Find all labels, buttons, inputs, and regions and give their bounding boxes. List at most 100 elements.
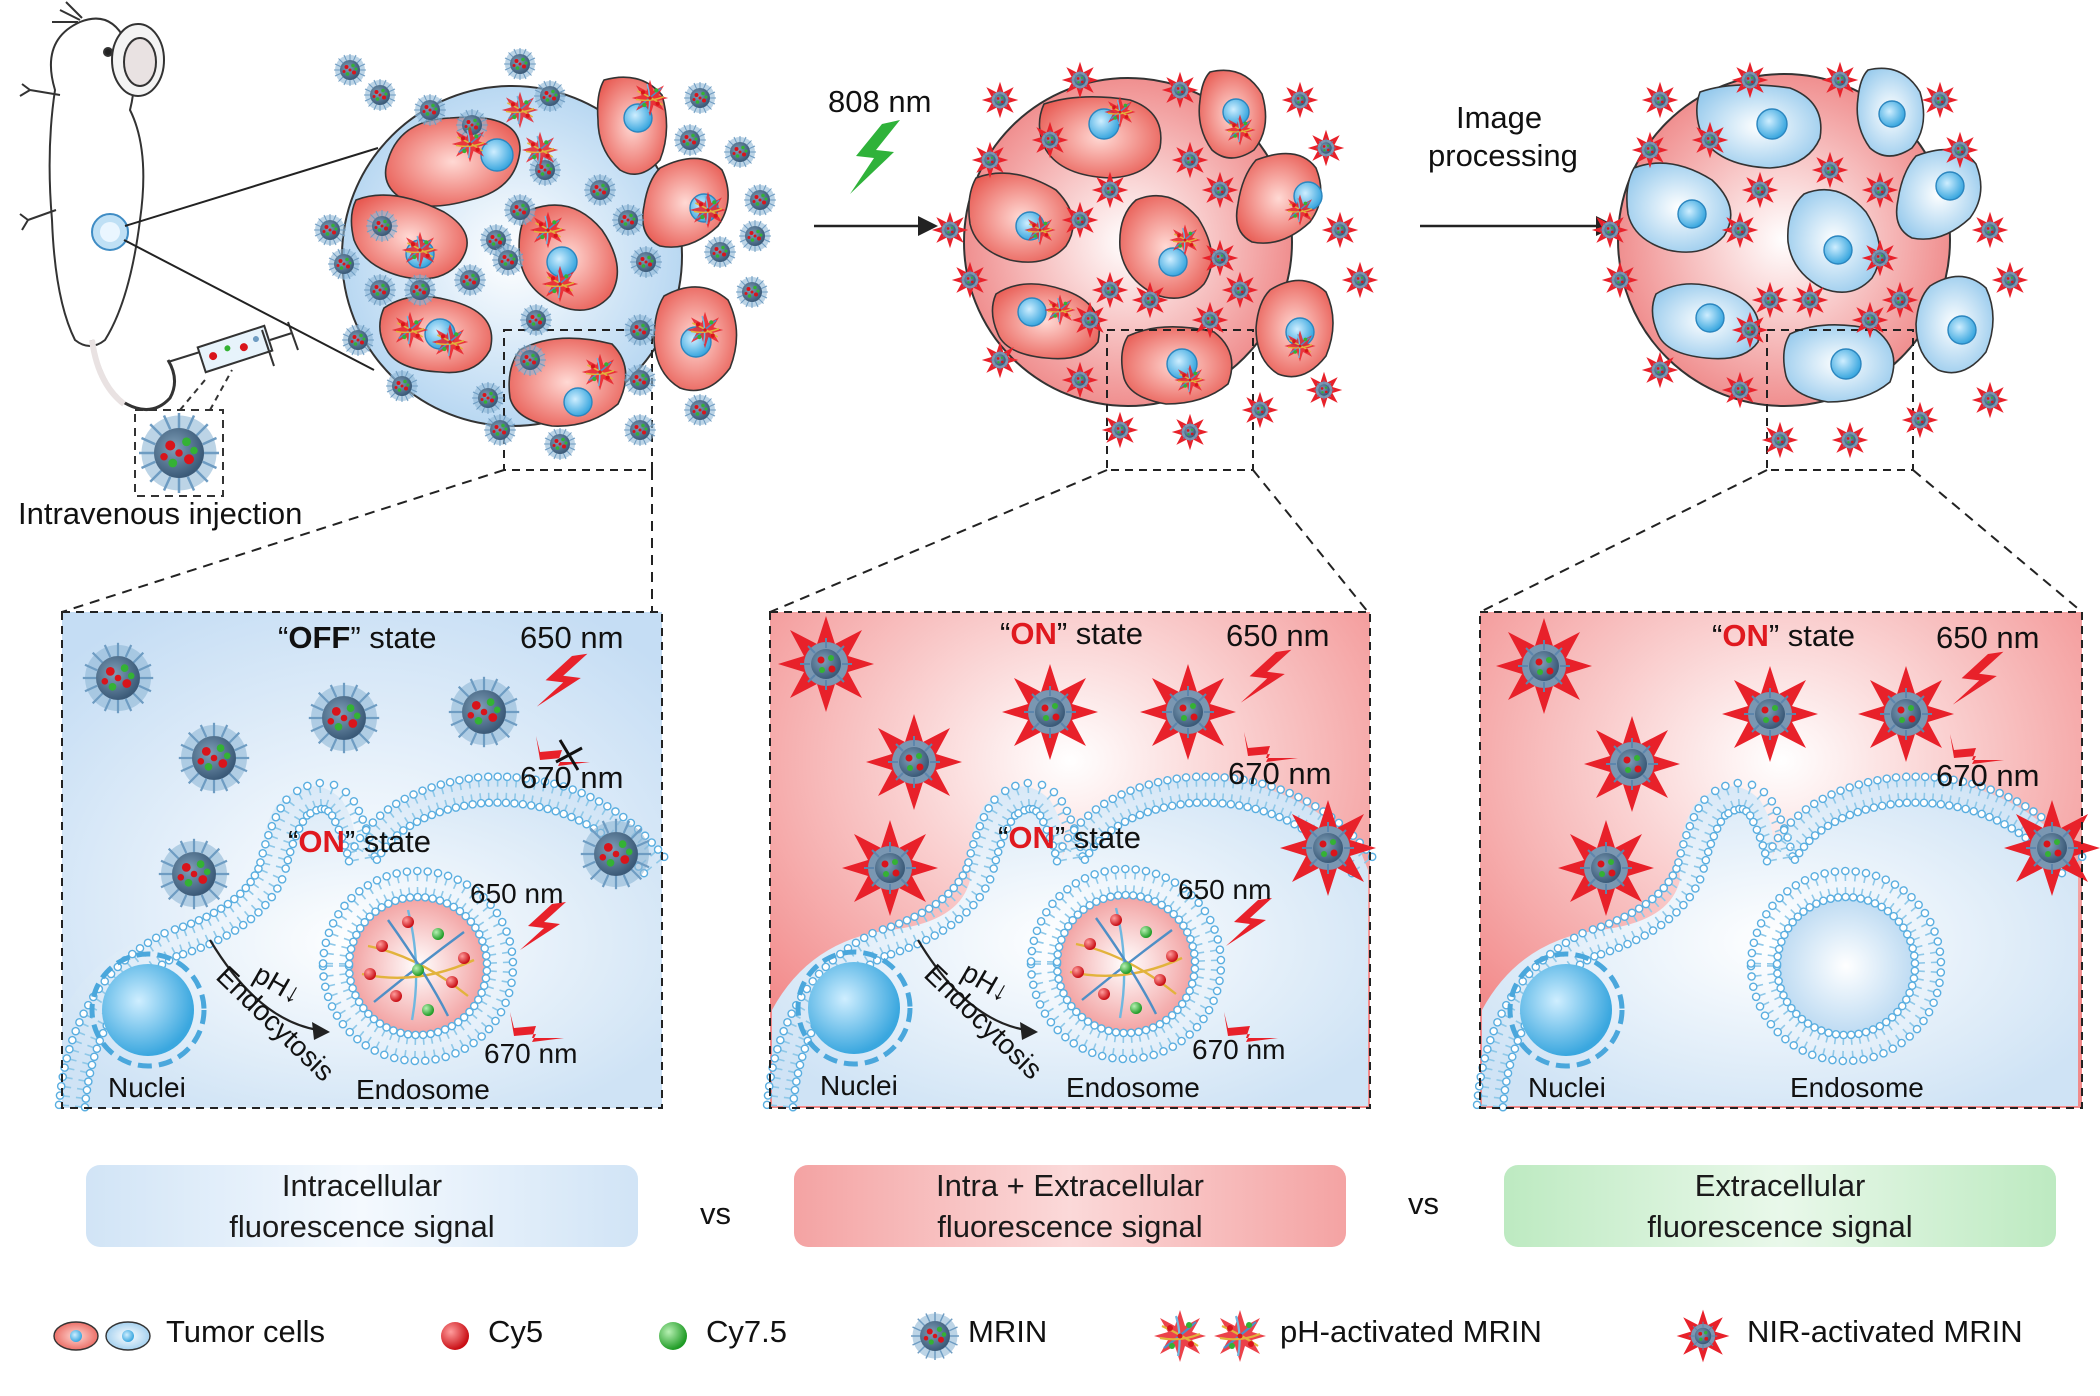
nir-mrin-particle — [1992, 262, 2028, 298]
mrin-particle — [309, 683, 379, 753]
mrin-particle — [544, 428, 576, 460]
left-state-label: “OFF” state — [278, 620, 436, 656]
mrin-particle — [334, 54, 366, 86]
middle-inner-state-label: “ON” state — [998, 820, 1141, 856]
mrin-particle — [342, 324, 374, 356]
mrin-particle — [724, 136, 756, 168]
middle-inner-em-label: 670 nm — [1192, 1034, 1285, 1066]
image-processing-label-1: Image — [1456, 100, 1542, 136]
mrin-particle — [684, 394, 716, 426]
mrin-particle — [504, 48, 536, 80]
tumor-cells-icon — [54, 1322, 150, 1350]
mrin-particle — [386, 370, 418, 402]
mrin-particle — [314, 214, 346, 246]
right-em-label: 670 nm — [1936, 758, 2039, 794]
nir-mrin-particle — [1972, 382, 2008, 418]
left-em-label: 670 nm — [520, 760, 623, 796]
mrin-particle — [514, 344, 546, 376]
mrin-particle — [744, 184, 776, 216]
nucleus — [92, 954, 204, 1066]
mrin-particle — [612, 204, 644, 236]
nir-mrin-particle — [1832, 422, 1868, 458]
nir-mrin-particle — [1972, 212, 2008, 248]
mrin-particle — [179, 723, 249, 793]
mrin-particle — [449, 677, 519, 747]
nir-mrin-particle — [1172, 414, 1208, 450]
mrin-particle — [414, 94, 446, 126]
mrin-particle — [520, 304, 552, 336]
mrin-particle — [159, 839, 229, 909]
mrin-particle — [484, 414, 516, 446]
nir-mrin-particle — [1102, 412, 1138, 448]
mrin-particle — [504, 194, 536, 226]
middle-ex-label: 650 nm — [1226, 618, 1329, 654]
mouse-icon — [20, 2, 175, 410]
nanoparticle-icon — [911, 1312, 959, 1360]
legend-tumor-cells: Tumor cells — [166, 1314, 325, 1350]
left-inner-em-label: 670 nm — [484, 1038, 577, 1070]
right-state-label: “ON” state — [1712, 618, 1855, 654]
nir-mrin-particle — [1902, 402, 1938, 438]
nir-mrin-particle — [1642, 82, 1678, 118]
left-inner-ex-label: 650 nm — [470, 878, 563, 910]
nir-mrin-particle — [1322, 212, 1358, 248]
cy5-icon — [441, 1322, 469, 1350]
mrin-particle — [674, 124, 706, 156]
middle-em-label: 670 nm — [1228, 756, 1331, 792]
mrin-particle — [364, 274, 396, 306]
nir-mrin-particle — [1306, 372, 1342, 408]
nir-mrin-particle — [982, 82, 1018, 118]
injection-label: Intravenous injection — [18, 496, 302, 532]
mrin-particle — [404, 274, 436, 306]
mrin-particle — [364, 79, 396, 111]
tissue-circle-2 — [964, 70, 1333, 406]
cy75-icon — [659, 1322, 687, 1350]
nucleus — [1510, 954, 1622, 1066]
right-ex-label: 650 nm — [1936, 620, 2039, 656]
nir-mrin-particle — [1242, 392, 1278, 428]
middle-nuclei-label: Nuclei — [820, 1070, 898, 1102]
mrin-particle — [736, 276, 768, 308]
nir-mrin-particle — [932, 212, 968, 248]
legend-nir-mrin: NIR-activated MRIN — [1747, 1314, 2023, 1350]
nucleus — [798, 952, 910, 1064]
mrin-particle — [492, 244, 524, 276]
lightning-icon — [850, 120, 900, 194]
mrin-particle — [83, 643, 153, 713]
left-ex-label: 650 nm — [520, 620, 623, 656]
syringe-icon — [168, 322, 298, 372]
nir-mrin-particle — [1308, 130, 1344, 166]
vs-label-1: vs — [700, 1196, 731, 1232]
mrin-particle — [581, 819, 651, 889]
mrin-particle — [472, 382, 504, 414]
legend-ph-mrin: pH-activated MRIN — [1280, 1314, 1542, 1350]
mrin-particle — [534, 80, 566, 112]
left-inner-state-label: “ON” state — [288, 824, 431, 860]
legend-cy5: Cy5 — [488, 1314, 543, 1350]
mrin-particle — [624, 414, 656, 446]
mrin-particle — [684, 82, 716, 114]
mrin-particle — [739, 220, 771, 252]
nir-mrin-particle — [1922, 82, 1958, 118]
ph-mrin-icon — [1154, 1310, 1206, 1362]
middle-inner-ex-label: 650 nm — [1178, 874, 1271, 906]
left-endosome-label: Endosome — [356, 1074, 490, 1106]
vs-label-2: vs — [1408, 1186, 1439, 1222]
legend-cy75: Cy7.5 — [706, 1314, 787, 1350]
mrin-particle — [584, 174, 616, 206]
tissue-circle-3 — [1618, 68, 1993, 406]
middle-endosome-label: Endosome — [1066, 1072, 1200, 1104]
nir-mrin-particle — [1282, 82, 1318, 118]
image-processing-label-2: processing — [1428, 138, 1578, 174]
star-nanoparticle-icon — [1677, 1310, 1730, 1363]
left-nuclei-label: Nuclei — [108, 1072, 186, 1104]
nir-mrin-particle — [1342, 262, 1378, 298]
right-endosome-label: Endosome — [1790, 1072, 1924, 1104]
mrin-particle — [454, 264, 486, 296]
mrin-particle — [366, 210, 398, 242]
mrin-particle — [704, 236, 736, 268]
middle-state-label: “ON” state — [1000, 616, 1143, 652]
mrin-particle — [328, 248, 360, 280]
